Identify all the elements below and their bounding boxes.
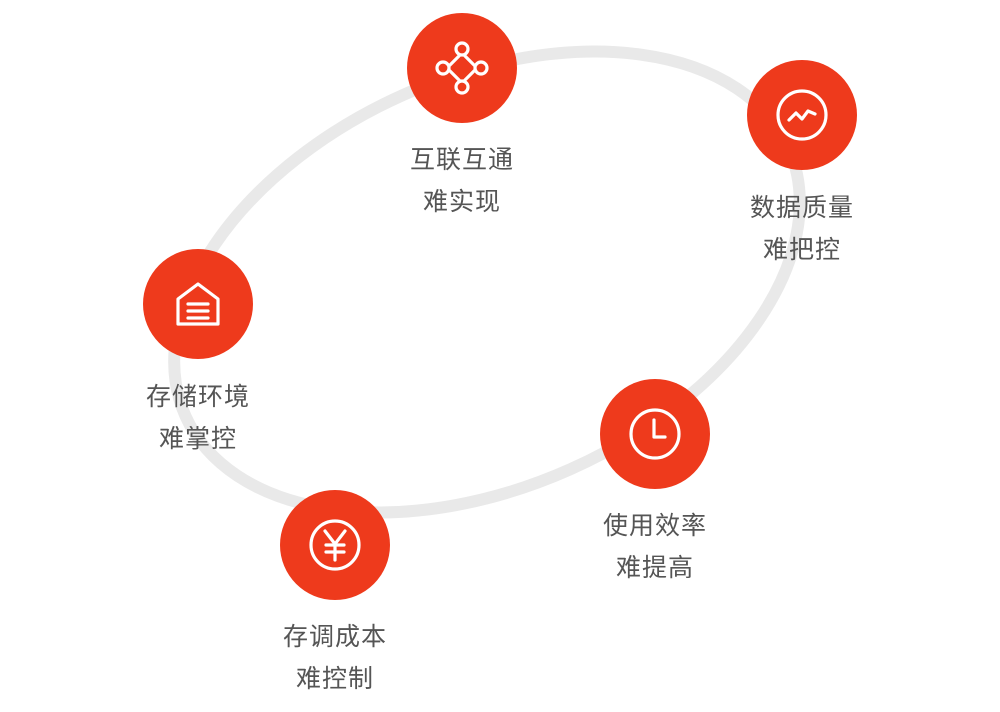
trend-chart-icon	[776, 89, 828, 141]
node-data-quality	[747, 60, 857, 170]
label-line-2: 难掌控	[158, 424, 237, 453]
label-line-1: 存调成本	[282, 622, 387, 651]
label-line-2: 难提高	[615, 553, 694, 582]
label-cost: 存调成本 难控制	[235, 616, 435, 700]
node-interconnect	[407, 13, 517, 123]
label-line-1: 使用效率	[602, 511, 707, 540]
label-line-2: 难把控	[762, 235, 841, 264]
label-line-1: 数据质量	[749, 193, 854, 222]
node-storage	[143, 249, 253, 359]
node-efficiency	[600, 379, 710, 489]
label-line-2: 难控制	[295, 664, 374, 693]
node-cost	[280, 490, 390, 600]
label-line-1: 互联互通	[409, 145, 514, 174]
warehouse-icon	[176, 282, 220, 326]
label-storage: 存储环境 难掌控	[98, 376, 298, 460]
label-line-1: 存储环境	[145, 382, 250, 411]
label-line-2: 难实现	[422, 187, 501, 216]
label-data-quality: 数据质量 难把控	[702, 187, 902, 271]
label-interconnect: 互联互通 难实现	[362, 139, 562, 223]
yen-icon	[309, 519, 361, 571]
network-nodes-icon	[435, 41, 489, 95]
clock-icon	[629, 408, 681, 460]
label-efficiency: 使用效率 难提高	[555, 505, 755, 589]
